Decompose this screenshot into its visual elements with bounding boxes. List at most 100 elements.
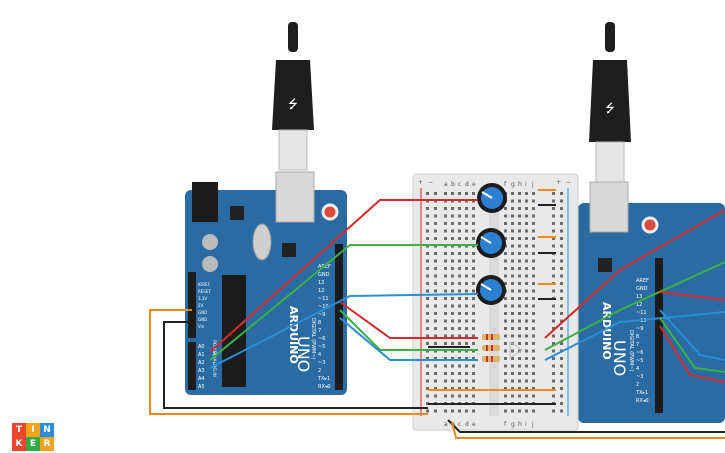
- breadboard-hole[interactable]: [434, 364, 437, 368]
- breadboard-hole[interactable]: [518, 274, 521, 278]
- breadboard-hole[interactable]: [472, 252, 475, 255]
- breadboard-hole[interactable]: [532, 237, 535, 240]
- breadboard-hole[interactable]: [426, 274, 429, 278]
- breadboard-hole[interactable]: [444, 357, 447, 360]
- breadboard-hole[interactable]: [560, 312, 563, 315]
- breadboard-hole[interactable]: [532, 244, 535, 248]
- breadboard-hole[interactable]: [525, 274, 528, 278]
- breadboard-hole[interactable]: [525, 372, 528, 375]
- breadboard-hole[interactable]: [552, 357, 555, 360]
- breadboard-hole[interactable]: [434, 229, 437, 233]
- resistors[interactable]: [482, 334, 523, 362]
- breadboard-jumpers[interactable]: [428, 189, 556, 405]
- breadboard-hole[interactable]: [434, 372, 437, 375]
- breadboard-hole[interactable]: [444, 394, 447, 398]
- breadboard-hole[interactable]: [451, 342, 454, 345]
- breadboard-hole[interactable]: [444, 192, 447, 195]
- breadboard-hole[interactable]: [511, 229, 514, 233]
- breadboard-hole[interactable]: [504, 304, 507, 308]
- breadboard-hole[interactable]: [504, 237, 507, 240]
- breadboard-hole[interactable]: [511, 192, 514, 195]
- breadboard-hole[interactable]: [511, 244, 514, 248]
- breadboard-hole[interactable]: [451, 207, 454, 210]
- breadboard-hole[interactable]: [552, 409, 555, 413]
- breadboard-hole[interactable]: [472, 297, 475, 300]
- breadboard-hole[interactable]: [451, 364, 454, 368]
- wire-red[interactable]: [544, 209, 725, 339]
- breadboard-hole[interactable]: [465, 252, 468, 255]
- breadboard-hole[interactable]: [451, 327, 454, 330]
- breadboard-hole[interactable]: [451, 252, 454, 255]
- breadboard-hole[interactable]: [458, 192, 461, 195]
- breadboard-hole[interactable]: [504, 207, 507, 210]
- breadboard-hole[interactable]: [504, 297, 507, 300]
- breadboard-hole[interactable]: [458, 372, 461, 375]
- breadboard-hole[interactable]: [451, 387, 454, 390]
- breadboard-hole[interactable]: [426, 342, 429, 345]
- breadboard-hole[interactable]: [511, 297, 514, 300]
- breadboard-hole[interactable]: [458, 229, 461, 233]
- breadboard-hole[interactable]: [444, 289, 447, 293]
- breadboard-hole[interactable]: [434, 282, 437, 285]
- breadboard-hole[interactable]: [504, 387, 507, 390]
- breadboard-hole[interactable]: [472, 207, 475, 210]
- breadboard-hole[interactable]: [434, 207, 437, 210]
- resistor[interactable]: [482, 345, 500, 351]
- breadboard-hole[interactable]: [518, 357, 521, 360]
- breadboard-hole[interactable]: [518, 199, 521, 203]
- breadboard-hole[interactable]: [560, 364, 563, 368]
- breadboard-hole[interactable]: [434, 312, 437, 315]
- arduino-uno-left[interactable]: ARDUINO UNO DIGITAL (PWM~) POWER ANALOG …: [185, 171, 347, 395]
- breadboard-hole[interactable]: [518, 229, 521, 233]
- breadboard-hole[interactable]: [511, 312, 514, 315]
- breadboard-hole[interactable]: [444, 342, 447, 345]
- breadboard-hole[interactable]: [504, 267, 507, 270]
- breadboard-hole[interactable]: [532, 319, 535, 323]
- wires[interactable]: [149, 199, 725, 439]
- breadboard-hole[interactable]: [472, 289, 475, 293]
- breadboard-hole[interactable]: [434, 334, 437, 338]
- breadboard-hole[interactable]: [444, 372, 447, 375]
- breadboard-hole[interactable]: [552, 244, 555, 248]
- breadboard-hole[interactable]: [465, 222, 468, 225]
- breadboard-hole[interactable]: [504, 252, 507, 255]
- breadboard-hole[interactable]: [451, 334, 454, 338]
- breadboard-hole[interactable]: [451, 274, 454, 278]
- breadboard-hole[interactable]: [451, 282, 454, 285]
- breadboard-hole[interactable]: [444, 282, 447, 285]
- wire-blue[interactable]: [209, 293, 479, 369]
- breadboard-hole[interactable]: [560, 282, 563, 285]
- breadboard-hole[interactable]: [525, 267, 528, 270]
- breadboard-hole[interactable]: [504, 259, 507, 263]
- breadboard-hole[interactable]: [560, 372, 563, 375]
- breadboard-hole[interactable]: [560, 274, 563, 278]
- breadboard-hole[interactable]: [532, 229, 535, 233]
- breadboard-hole[interactable]: [552, 237, 555, 240]
- breadboard-hole[interactable]: [504, 372, 507, 375]
- breadboard-hole[interactable]: [525, 387, 528, 390]
- breadboard-hole[interactable]: [560, 357, 563, 360]
- breadboard-hole[interactable]: [518, 222, 521, 225]
- breadboard-hole[interactable]: [518, 409, 521, 413]
- breadboard-hole[interactable]: [525, 244, 528, 248]
- breadboard-hole[interactable]: [472, 222, 475, 225]
- breadboard-hole[interactable]: [451, 267, 454, 270]
- wire-red[interactable]: [659, 291, 725, 301]
- breadboard-hole[interactable]: [434, 192, 437, 195]
- breadboard-hole[interactable]: [552, 349, 555, 353]
- breadboard-hole[interactable]: [458, 364, 461, 368]
- breadboard-hole[interactable]: [511, 199, 514, 203]
- breadboard-hole[interactable]: [451, 289, 454, 293]
- breadboard-hole[interactable]: [560, 259, 563, 263]
- breadboard-hole[interactable]: [532, 394, 535, 398]
- breadboard-hole[interactable]: [458, 282, 461, 285]
- breadboard-hole[interactable]: [472, 334, 475, 338]
- breadboard-hole[interactable]: [458, 312, 461, 315]
- breadboard-hole[interactable]: [504, 409, 507, 413]
- breadboard-hole[interactable]: [532, 379, 535, 383]
- breadboard-hole[interactable]: [511, 387, 514, 390]
- breadboard-hole[interactable]: [518, 244, 521, 248]
- breadboard-hole[interactable]: [552, 199, 555, 203]
- breadboard-hole[interactable]: [511, 237, 514, 240]
